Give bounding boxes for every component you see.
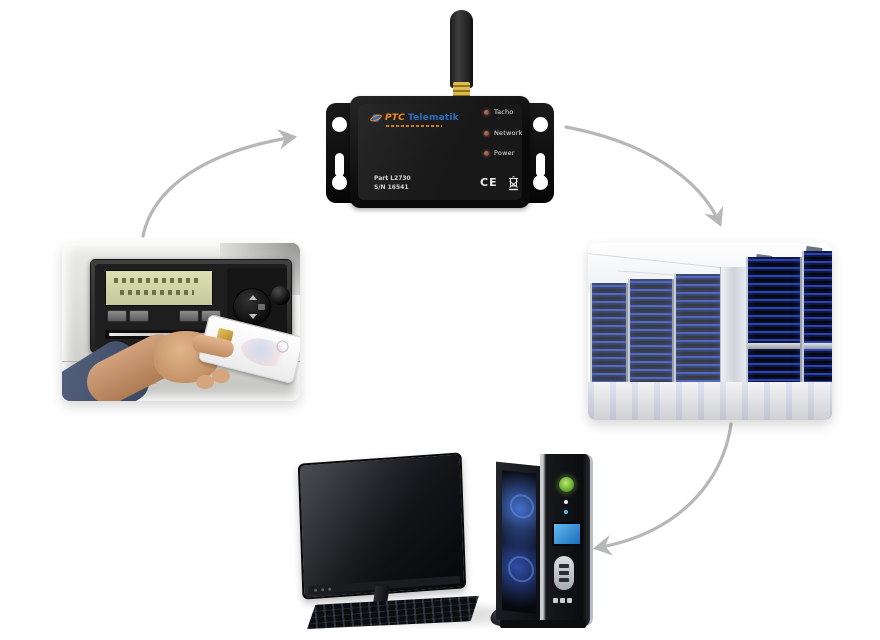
weee-bin-icon <box>509 176 518 191</box>
tachograph-button-1 <box>107 310 127 322</box>
brand-tagline <box>386 125 442 127</box>
nav-ok-button <box>258 304 265 310</box>
pod-button <box>559 578 569 582</box>
server-rack-column <box>628 279 674 391</box>
ce-mark: CE <box>480 176 498 189</box>
datacenter-floor <box>588 382 832 420</box>
bracket-hole <box>332 117 347 132</box>
arrow-tachograph-to-device <box>141 129 298 238</box>
status-led <box>564 500 568 504</box>
pod-button <box>559 564 569 568</box>
bracket-hole <box>332 175 347 190</box>
rack-divider <box>804 343 832 349</box>
status-led <box>564 510 568 514</box>
nav-down-arrow <box>249 314 257 319</box>
bracket-slot <box>335 153 344 177</box>
led-dot <box>484 130 489 136</box>
small-button <box>567 598 572 603</box>
tower-case <box>496 454 593 630</box>
brand-text-primary: PTC <box>385 113 405 123</box>
tower-button-pod <box>554 556 574 590</box>
finger <box>196 375 214 389</box>
brand-logo: PTC Telematik <box>370 112 459 124</box>
nav-up-arrow <box>249 295 257 300</box>
tachograph-button-3 <box>179 310 199 322</box>
arrow-device-to-servers <box>564 125 724 227</box>
fan-icon <box>510 493 534 520</box>
server-rack-photo <box>588 243 832 420</box>
arrow-servers-to-computer <box>592 422 733 556</box>
led-label: Tacho <box>494 108 514 116</box>
tachograph-photo <box>62 243 300 401</box>
monitor <box>297 452 467 600</box>
antenna-icon <box>450 10 473 88</box>
display-text-row <box>114 278 200 283</box>
tachograph-button-2 <box>129 310 149 322</box>
globe-icon <box>370 114 382 122</box>
server-rack-column <box>674 274 722 396</box>
brand-text-secondary: Telematik <box>407 113 459 123</box>
led-label: Network <box>494 129 523 137</box>
tower-window <box>502 470 536 614</box>
led-label: Power <box>494 149 515 157</box>
fan-icon <box>508 554 534 584</box>
led-dot <box>484 109 489 115</box>
server-rack-column <box>590 283 628 385</box>
bracket-hole <box>533 117 548 132</box>
tachograph-display <box>105 270 213 306</box>
desktop-computer-photo <box>292 452 593 638</box>
device-id-labels: Part L2730 S/N 16541 <box>374 174 411 193</box>
serial-number-label: S/N 16541 <box>374 184 409 192</box>
bracket-slot <box>536 153 545 177</box>
bracket-hole <box>533 175 548 190</box>
power-button <box>558 476 575 493</box>
tower-lcd-display <box>552 522 582 546</box>
led-network: Network <box>484 129 523 137</box>
rack-divider <box>748 343 800 349</box>
part-number-label: Part L2730 <box>374 175 411 182</box>
finger <box>212 369 230 383</box>
device-faceplate <box>358 104 522 200</box>
telematics-device: PTC Telematik Tacho Network Power Part L… <box>326 8 554 216</box>
tower-front-panel <box>540 454 593 626</box>
small-button <box>553 598 558 603</box>
tower-base <box>500 620 586 628</box>
display-text-row <box>120 290 194 295</box>
pod-button <box>559 571 569 575</box>
tower-side-panel <box>496 461 542 625</box>
ceiling-line <box>588 253 738 270</box>
small-button <box>560 598 565 603</box>
led-power: Power <box>484 149 515 157</box>
led-dot <box>484 150 489 156</box>
led-tacho: Tacho <box>484 108 514 116</box>
menu-knob <box>271 286 290 305</box>
